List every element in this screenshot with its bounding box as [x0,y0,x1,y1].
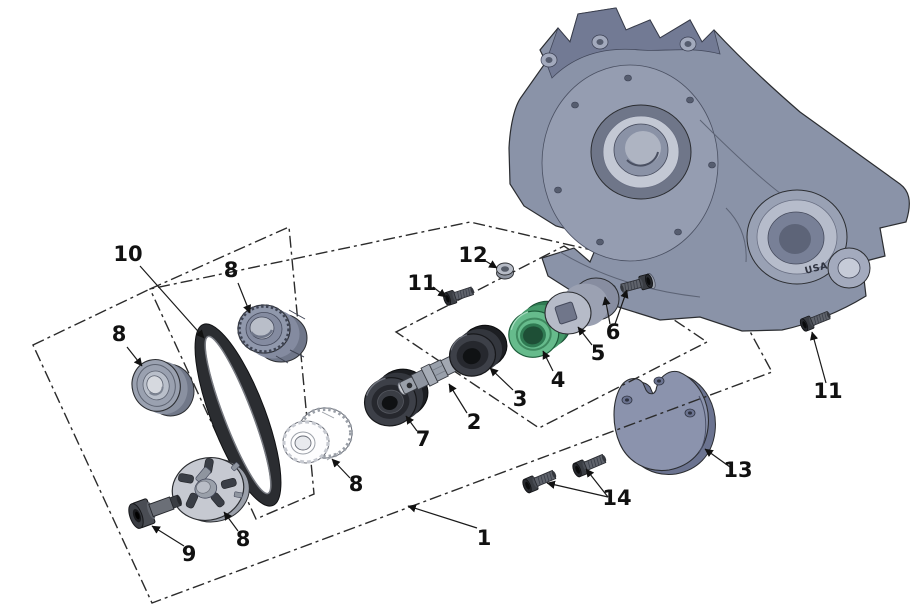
leader-line-11 [810,331,827,384]
leader-line-13 [704,448,731,468]
part-label-11-13: 11 [407,271,436,295]
leader-line-3 [489,367,514,391]
part-label-11-14: 11 [813,379,842,403]
seal-3 [449,324,508,377]
leader-line-9 [151,525,185,547]
leader-line-6 [614,289,629,325]
part-label-8-8: 8 [112,322,127,346]
leader-line-14 [585,468,609,498]
crankcase-half: USA [508,7,910,332]
pulley-top [237,304,308,364]
leader-line-7 [405,415,418,432]
part-label-13-16: 13 [723,458,752,482]
part-label-7-6: 7 [416,427,431,451]
bolt-14-a [520,466,560,495]
cover-boss [684,408,696,418]
leader-line-4 [542,350,554,372]
part-label-3-2: 3 [513,387,528,411]
leader-line-11 [432,286,447,298]
leader-line-6 [602,296,611,325]
bolt-11-middle [441,283,477,307]
part-label-8-10: 8 [236,527,251,551]
clutch-bore [746,189,848,285]
part-label-10-12: 10 [113,242,142,266]
leader-line-1 [407,504,478,529]
part-label-8-9: 8 [349,472,364,496]
leader-line-14 [546,480,609,498]
leader-line-8 [237,282,251,314]
main-bearing-bore [590,104,692,200]
leader-line-10 [139,265,205,339]
belt-group-outline [149,225,315,520]
part-label-5-4: 5 [591,341,606,365]
leader-line-8 [223,511,239,532]
part-label-14-17: 14 [602,486,631,510]
crankcase-top-bracket [545,7,721,79]
impeller [171,457,250,523]
part-label-4-3: 4 [551,368,566,392]
cover-boss [621,395,633,405]
leader-line-8 [331,458,351,479]
pulley-bottom-ghost [282,407,353,464]
part-label-8-7: 8 [224,258,239,282]
part-label-9-11: 9 [182,542,197,566]
leader-line-5 [577,326,593,346]
impeller-bolt [128,494,182,529]
cover-boss [653,376,665,386]
top-lug-holes [540,34,697,68]
part-label-2-1: 2 [467,410,482,434]
part-label-6-5: 6 [606,320,621,344]
part-label-1-0: 1 [477,526,492,550]
part-label-12-15: 12 [458,243,487,267]
mount-boss [827,247,871,289]
leader-line-12 [483,259,498,269]
leader-line-8 [126,346,143,367]
washer-12 [496,262,514,280]
belt-cover [613,370,716,475]
bearing-left [131,359,195,417]
bolt-6 [618,272,656,296]
face-bolt-holes [554,74,716,246]
leader-line-2 [448,383,468,414]
